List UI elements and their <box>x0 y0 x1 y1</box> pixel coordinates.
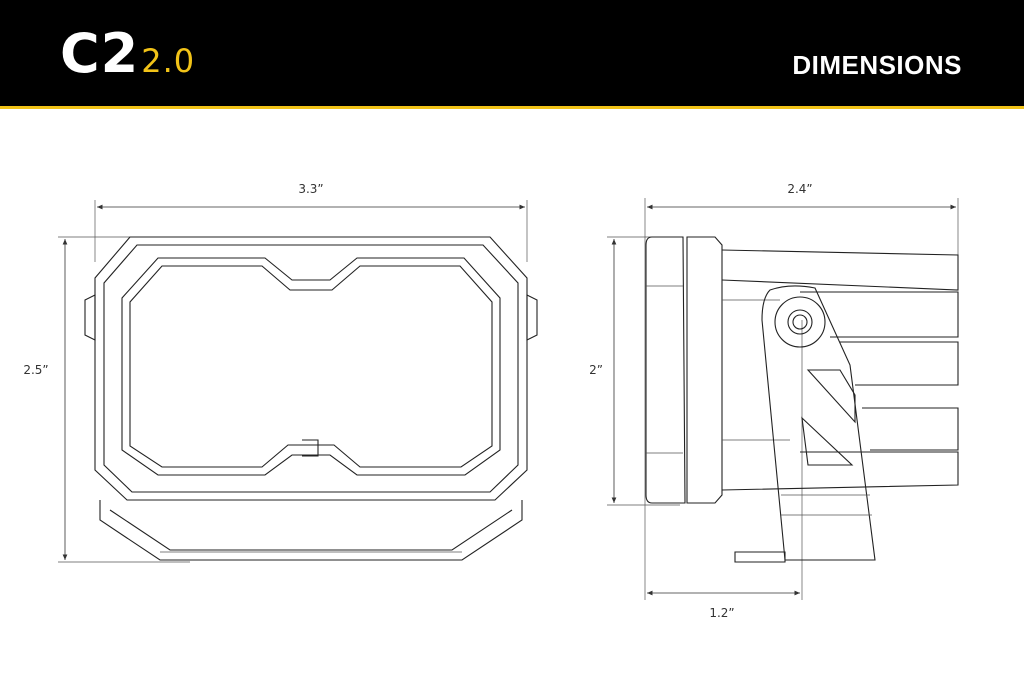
side-depth-label: 2.4” <box>787 182 812 196</box>
logo: C22.0 <box>60 22 195 85</box>
side-view: 2.4” 2” 1.2” <box>589 182 959 620</box>
front-view: 3.3” 2.5” <box>23 182 538 563</box>
page-title: DIMENSIONS <box>792 50 962 80</box>
side-height-label: 2” <box>589 363 603 377</box>
front-width-label: 3.3” <box>298 182 323 196</box>
mount-offset-label: 1.2” <box>709 606 734 620</box>
header-bar: C22.0 DIMENSIONS <box>0 0 1024 109</box>
logo-text: C2 <box>60 22 140 85</box>
front-height-label: 2.5” <box>23 363 48 377</box>
logo-version: 2.0 <box>141 42 196 80</box>
